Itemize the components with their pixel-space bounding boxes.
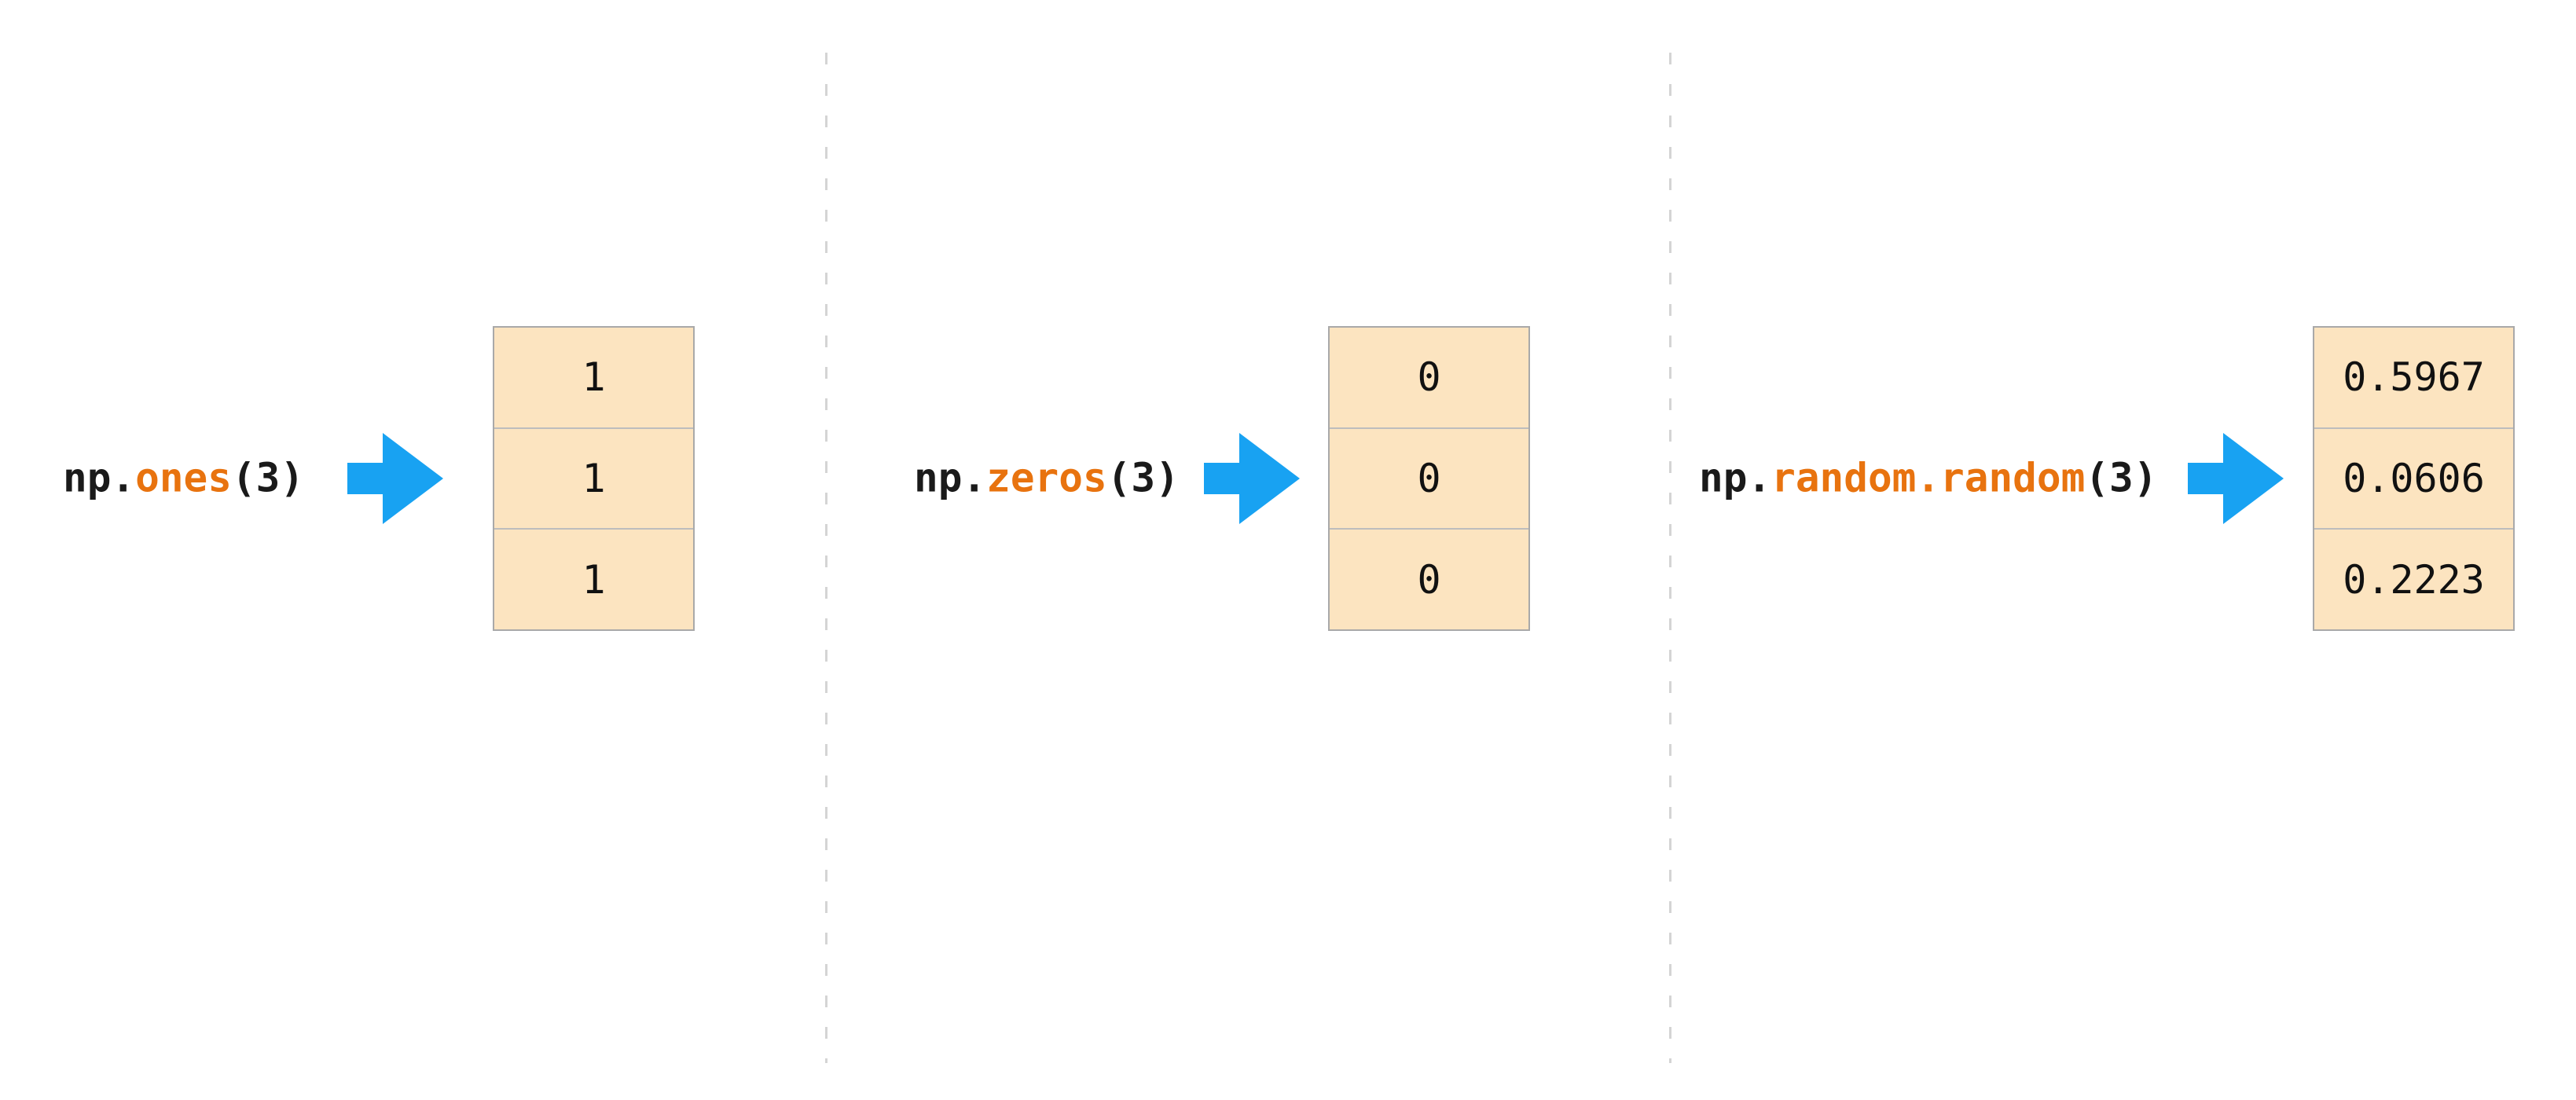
code-prefix: np.: [1699, 455, 1772, 502]
code-prefix: np.: [914, 455, 987, 502]
array-box: 0 0 0: [1328, 326, 1530, 631]
panel-row: np.zeros(3) 0 0 0: [827, 326, 1671, 631]
panel-np-ones: np.ones(3) 1 1 1: [0, 0, 827, 1100]
array-cell: 1: [494, 328, 693, 427]
panel-row: np.ones(3) 1 1 1: [0, 326, 827, 631]
array-cell: 0: [1330, 328, 1528, 427]
panel-separator-dashed-line: [1669, 53, 1671, 1063]
code-args: (3): [1106, 455, 1180, 502]
arrow-right-icon: [1204, 433, 1300, 524]
arrow-right-icon: [2188, 433, 2284, 524]
panel-separator-dashed-line: [825, 53, 827, 1063]
code-function-name: zeros: [986, 455, 1107, 502]
array-box: 1 1 1: [493, 326, 695, 631]
code-prefix: np.: [63, 455, 136, 502]
code-label-np-zeros: np.zeros(3): [914, 456, 1180, 502]
code-function-name: ones: [135, 455, 232, 502]
array-cell: 1: [494, 427, 693, 529]
code-function-name: random.random: [1771, 455, 2086, 502]
arrow-right-icon: [347, 433, 443, 524]
array-cell: 0: [1330, 427, 1528, 529]
code-label-np-ones: np.ones(3): [63, 456, 304, 502]
code-label-np-random-random: np.random.random(3): [1699, 456, 2157, 502]
array-box: 0.5967 0.0606 0.2223: [2313, 326, 2515, 631]
array-cell: 0.5967: [2314, 328, 2513, 427]
panel-row: np.random.random(3) 0.5967 0.0606 0.2223: [1671, 326, 2576, 631]
panel-np-random-random: np.random.random(3) 0.5967 0.0606 0.2223: [1671, 0, 2576, 1100]
array-cell: 0.0606: [2314, 427, 2513, 529]
panel-np-zeros: np.zeros(3) 0 0 0: [827, 0, 1671, 1100]
code-args: (3): [231, 455, 305, 502]
array-cell: 1: [494, 528, 693, 630]
array-cell: 0.2223: [2314, 528, 2513, 630]
code-args: (3): [2085, 455, 2158, 502]
array-cell: 0: [1330, 528, 1528, 630]
